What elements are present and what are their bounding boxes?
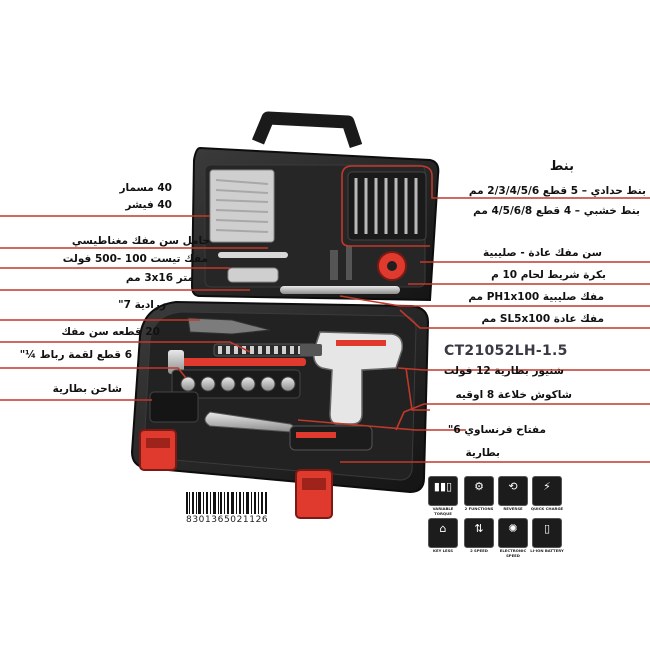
label-plugs: 40 فيشر [125, 199, 172, 211]
variable-torque-glyph: ▮▮▯ [433, 480, 453, 493]
keyless-icon: ⌂ KEY LESS [428, 518, 458, 553]
label-voltage-tester: مفك تيست 100 -500 فولت [62, 253, 208, 265]
li-ion-battery-caption: LI-ION BATTERY [530, 548, 564, 553]
two-functions-glyph: ⚙ [474, 480, 484, 493]
label-adjustable-wrench: مفتاح فرنساوي 6" [447, 424, 546, 436]
quick-charge-caption: QUICK CHARGE [530, 506, 564, 511]
reverse-caption: REVERSE [503, 506, 523, 511]
variable-torque-icon: ▮▮▯ VARIABLE TORQUE [428, 476, 458, 515]
label-battery: بطارية [465, 447, 500, 459]
label-tape-measure: متر 3x16 مم [125, 272, 194, 284]
title-drill-bits: بنط [549, 159, 574, 174]
barcode-number: 8301365021126 [186, 515, 269, 525]
hammer [176, 358, 306, 366]
quick-charge-glyph: ⚡ [543, 480, 551, 493]
label-drill-12v: شنيور بطارية 12 فولت [443, 365, 564, 377]
two-functions-caption: 2 FUNCTIONS [464, 506, 494, 511]
nails-box [209, 169, 275, 243]
case-handle [252, 111, 363, 149]
reverse-icon: ⟲ REVERSE [498, 476, 528, 511]
keyless-glyph: ⌂ [439, 522, 447, 535]
electronic-speed-glyph: ✺ [508, 522, 518, 535]
label-drill-bits-metal: بنط حدادي – 5 قطع 2/3/4/5/6 مم [468, 185, 646, 197]
label-flat-screwdriver: مفك عادة SL5x100 مم [481, 313, 605, 325]
two-speed-glyph: ⇅ [474, 522, 484, 535]
electronic-speed-icon: ✺ ELECTRONIC SPEED [498, 518, 528, 557]
latch-left [139, 429, 177, 471]
electronic-speed-caption: ELECTRONIC SPEED [499, 548, 527, 558]
two-speed-caption: 2 SPEED [470, 548, 488, 553]
li-ion-battery-glyph: ▯ [543, 522, 551, 535]
label-drill-chuck: شاكوش خلاعة 8 اوقيه [455, 389, 572, 401]
label-phillips-screwdriver: مفك صليبية PH1x100 مم [468, 291, 604, 303]
reverse-glyph: ⟲ [508, 480, 518, 493]
label-nails: 40 مسمار [119, 182, 173, 194]
label-sockets: 6 قطع لقمة رباط ¼" [19, 349, 132, 361]
latch-right [295, 469, 333, 519]
charger [149, 391, 199, 423]
label-magnetic-bit-holder: حامل سن مفك مغناطيسي [71, 235, 210, 247]
label-bits-20: 20 قطعه سن مفك [61, 326, 160, 338]
quick-charge-icon: ⚡ QUICK CHARGE [531, 476, 563, 511]
model-number: CT21052LH-1.5 [444, 343, 568, 359]
variable-torque-caption: VARIABLE TORQUE [432, 506, 454, 516]
label-bits-normal-cross: سن مفك عادة - صليبية [483, 247, 602, 259]
li-ion-battery-icon: ▯ LI-ION BATTERY [530, 518, 564, 553]
pliers [187, 317, 271, 335]
label-charger: شاحن بطارية [52, 383, 122, 395]
two-functions-icon: ⚙ 2 FUNCTIONS [464, 476, 494, 511]
keyless-caption: KEY LESS [433, 548, 453, 553]
label-solder-tape: بكرة شريط لحام 10 م [491, 269, 606, 281]
two-speed-icon: ⇅ 2 SPEED [464, 518, 494, 553]
label-pliers: زرادية 7" [118, 299, 166, 311]
label-drill-bits-wood: بنط خشبي – 4 قطع 4/5/6/8 مم [473, 205, 640, 217]
barcode [186, 492, 267, 514]
